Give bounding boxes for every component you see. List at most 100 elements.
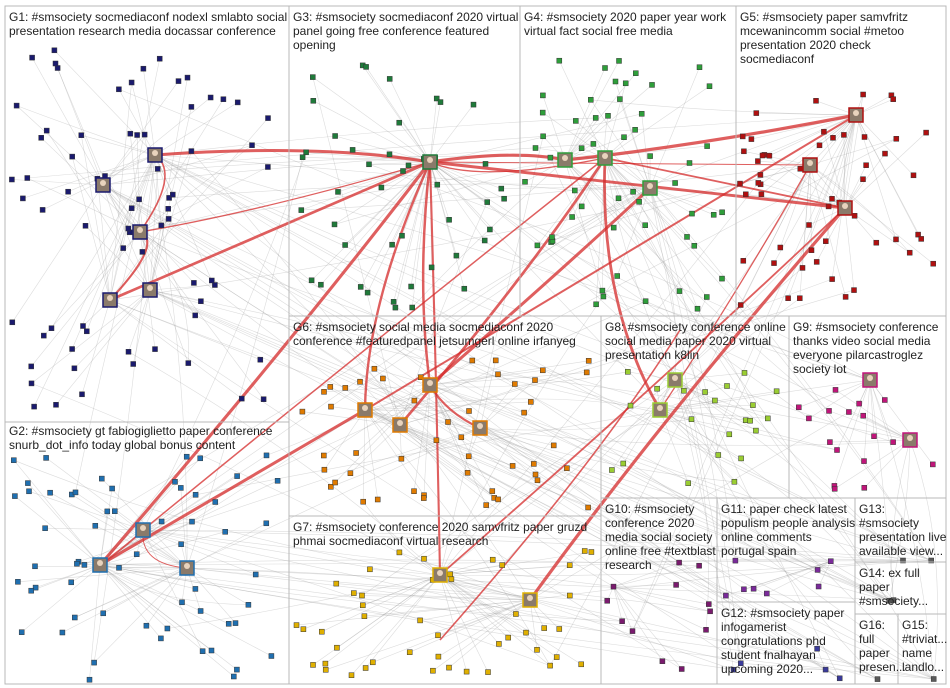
node bbox=[672, 180, 678, 186]
edge bbox=[659, 409, 742, 459]
node bbox=[417, 374, 424, 380]
node bbox=[29, 54, 35, 61]
edge bbox=[142, 529, 551, 666]
node bbox=[464, 470, 471, 476]
edge bbox=[130, 133, 141, 233]
node bbox=[777, 244, 784, 251]
edge bbox=[99, 564, 229, 625]
node bbox=[814, 567, 821, 573]
edge bbox=[439, 297, 800, 576]
node bbox=[252, 571, 259, 578]
node bbox=[318, 281, 324, 288]
edge bbox=[659, 391, 777, 411]
edge bbox=[186, 523, 267, 569]
node bbox=[615, 195, 622, 202]
node bbox=[836, 675, 843, 682]
edge bbox=[564, 60, 620, 161]
node bbox=[310, 74, 316, 80]
edge bbox=[99, 564, 238, 670]
node bbox=[392, 304, 399, 311]
node bbox=[458, 434, 465, 441]
edge bbox=[604, 157, 680, 292]
node bbox=[593, 301, 599, 308]
edge bbox=[891, 439, 911, 601]
edge bbox=[613, 565, 700, 587]
edge bbox=[154, 154, 213, 281]
edge bbox=[46, 130, 151, 291]
edge bbox=[86, 154, 156, 332]
node bbox=[696, 64, 703, 70]
node bbox=[406, 649, 413, 655]
edge bbox=[411, 159, 566, 308]
node bbox=[773, 388, 780, 395]
node bbox=[332, 133, 338, 139]
node bbox=[625, 369, 631, 375]
edge-strong bbox=[429, 161, 811, 166]
node bbox=[605, 113, 611, 119]
node bbox=[322, 660, 329, 667]
node bbox=[930, 676, 937, 682]
node bbox=[249, 142, 255, 148]
edge bbox=[154, 154, 840, 679]
node bbox=[723, 592, 729, 599]
node bbox=[357, 284, 364, 290]
edge bbox=[102, 184, 878, 680]
node bbox=[78, 132, 85, 138]
node bbox=[822, 666, 829, 673]
node bbox=[298, 207, 305, 213]
edge bbox=[364, 409, 378, 500]
edge bbox=[154, 154, 575, 191]
edge bbox=[888, 439, 911, 601]
edge bbox=[296, 599, 531, 626]
node bbox=[212, 282, 218, 288]
edge bbox=[529, 599, 734, 670]
edge bbox=[186, 567, 934, 680]
edge bbox=[855, 114, 919, 235]
edge bbox=[674, 379, 878, 680]
edge-strong bbox=[439, 329, 681, 641]
edge bbox=[439, 574, 582, 665]
node bbox=[534, 242, 541, 249]
node bbox=[531, 461, 537, 467]
edge bbox=[559, 60, 606, 159]
edge bbox=[334, 161, 431, 225]
edge bbox=[364, 409, 890, 602]
node bbox=[755, 180, 762, 186]
edge bbox=[321, 574, 441, 632]
group-label-g6: G6: #smsociety social media socmediaconf… bbox=[293, 320, 576, 348]
edge bbox=[809, 164, 910, 253]
node bbox=[198, 298, 204, 304]
node bbox=[696, 562, 702, 569]
node bbox=[578, 145, 585, 151]
edge bbox=[479, 427, 745, 590]
edge bbox=[81, 299, 111, 395]
node bbox=[540, 92, 546, 99]
edge bbox=[564, 67, 606, 161]
edge bbox=[613, 586, 682, 670]
node bbox=[260, 396, 267, 402]
edge bbox=[353, 592, 531, 601]
node bbox=[715, 452, 722, 458]
edge bbox=[604, 157, 894, 601]
node bbox=[234, 666, 240, 673]
node bbox=[753, 110, 760, 116]
node bbox=[31, 403, 37, 410]
edge bbox=[429, 360, 589, 386]
node bbox=[469, 357, 476, 364]
edge bbox=[323, 384, 431, 456]
edge bbox=[740, 164, 811, 306]
edge bbox=[103, 567, 188, 614]
hub-avatar-face bbox=[842, 203, 848, 209]
edge bbox=[109, 58, 160, 301]
edge bbox=[659, 296, 708, 411]
node bbox=[703, 627, 709, 633]
group-label-g15: G15: #triviat... name landlo... bbox=[902, 618, 950, 674]
hub-avatar-face bbox=[647, 183, 653, 189]
node bbox=[489, 556, 496, 563]
node bbox=[686, 160, 693, 166]
edge bbox=[17, 567, 188, 583]
edge bbox=[361, 379, 676, 596]
edge bbox=[479, 418, 692, 431]
edge bbox=[142, 529, 256, 575]
group-label-g7: G7: #smsociety conference 2020 samvfritz… bbox=[293, 520, 590, 548]
